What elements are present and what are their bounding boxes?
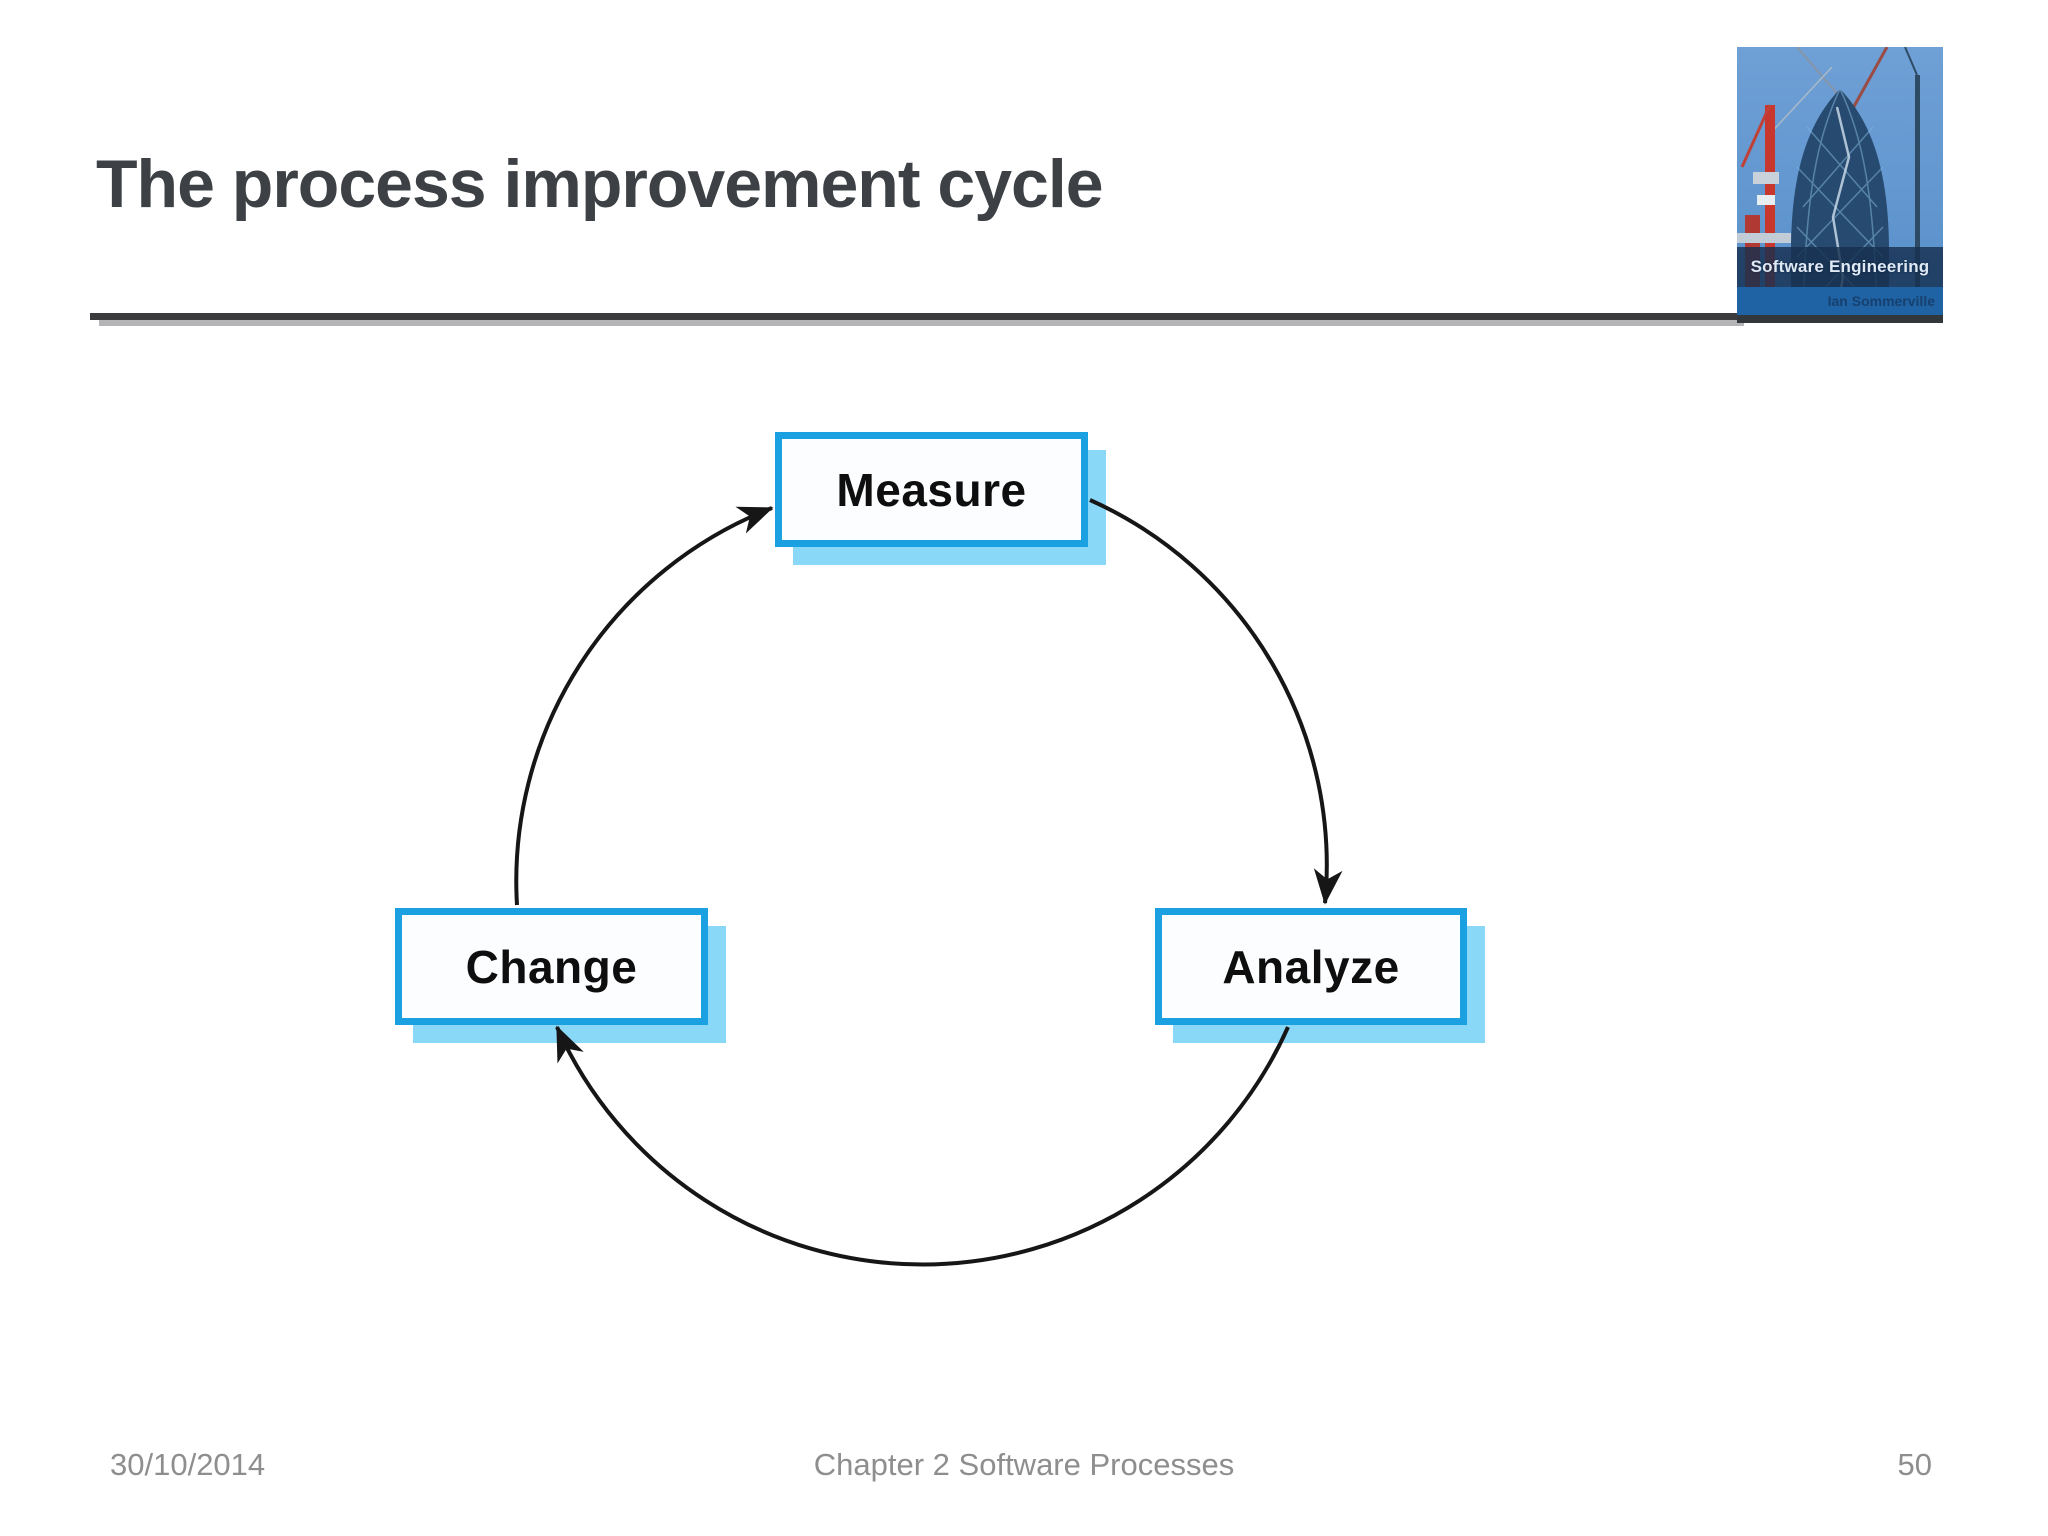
book-cover-logo: Software Engineering Ian Sommerville bbox=[1737, 47, 1943, 323]
footer-date: 30/10/2014 bbox=[110, 1447, 266, 1482]
footer-chapter: Chapter 2 Software Processes bbox=[813, 1447, 1235, 1482]
node-label-measure: Measure bbox=[836, 463, 1027, 516]
footer-page-number: 50 bbox=[1897, 1447, 1932, 1482]
node-box-change: Change bbox=[395, 908, 708, 1025]
book-title-label: Software Engineering bbox=[1750, 257, 1930, 276]
node-label-change: Change bbox=[465, 940, 638, 993]
edge-analyze-to-change bbox=[555, 1025, 1290, 1267]
edge-measure-to-analyze bbox=[1089, 498, 1343, 905]
node-box-analyze: Analyze bbox=[1155, 908, 1467, 1025]
node-label-analyze: Analyze bbox=[1222, 940, 1400, 993]
crane-scene-illustration bbox=[1737, 47, 1943, 323]
header-rule bbox=[90, 313, 1738, 320]
book-author-label: Ian Sommerville bbox=[1827, 293, 1935, 309]
page-title: The process improvement cycle bbox=[96, 146, 1104, 222]
edge-change-to-measure bbox=[514, 506, 774, 906]
node-box-measure: Measure bbox=[775, 432, 1088, 547]
header-rule-shadow bbox=[99, 320, 1744, 326]
